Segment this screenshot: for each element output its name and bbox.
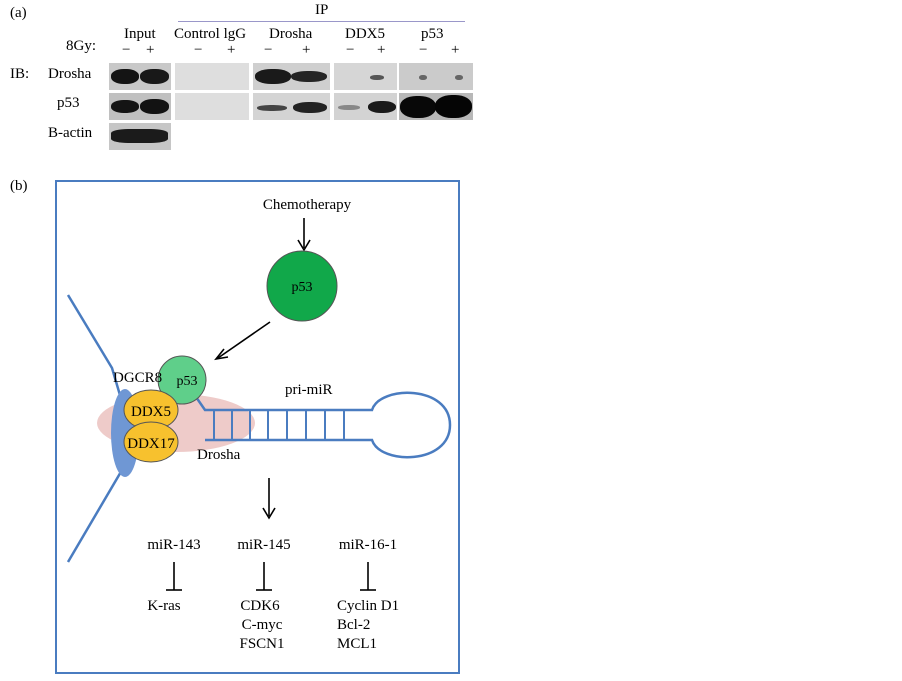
chemotherapy-label: Chemotherapy [263,197,352,213]
ip-header: IP [315,2,329,18]
group-label-control-igg: Control lgG [174,26,247,42]
dgcr8-label: DGCR8 [113,370,162,386]
blot-p53-control-igg [175,93,249,120]
lane-minus: − [346,42,355,58]
ddx5-label: DDX5 [131,404,171,420]
pri-mir-hairpin [194,391,452,459]
blot-drosha-input [109,63,171,90]
diagram-frame [55,180,460,674]
mirna-name: miR-16-1 [339,537,397,553]
blot-drosha-p53 [399,63,473,90]
blot-drosha-control-igg [175,63,249,90]
target-gene: MCL1 [337,636,377,652]
mirna-name: miR-143 [147,537,200,553]
lane-minus: − [419,42,428,58]
target-gene: C-myc [242,617,283,633]
inhibition-bars [166,562,376,591]
lane-plus: + [451,42,460,58]
lane-minus: − [194,42,203,58]
p53-arrow-head [214,348,229,361]
p53-top-label: p53 [292,280,313,295]
lane-plus: + [227,42,236,58]
lane-minus: − [122,42,131,58]
ddx17-label: DDX17 [127,436,175,452]
p53-circle-complex [157,355,207,405]
pri-mir-rungs [213,410,345,440]
group-label-p53: p53 [421,26,444,42]
lane-minus: − [264,42,273,58]
p53-circle-top [266,250,338,322]
blot-p53-input [109,93,171,120]
diagram-shape [217,321,271,359]
target-gene: CDK6 [240,598,280,614]
down-arrow-head [262,507,276,520]
blot-p53-p53 [399,93,473,120]
ib-label: IB: [10,66,30,82]
blot-p53-ddx5 [334,93,397,120]
ddx17-ellipse [123,421,179,463]
chemo-arrow-head [297,239,311,252]
mirna-name: miR-145 [237,537,290,553]
blot-drosha-drosha [253,63,330,90]
row-label-p53: p53 [57,95,80,111]
group-label-input: Input [124,26,156,42]
row-label-b-actin: B-actin [48,125,93,141]
blot-drosha-ddx5 [334,63,397,90]
panel-b-label: (b) [10,178,28,194]
target-gene: Cyclin D1 [337,598,399,614]
row-label-drosha: Drosha [48,66,92,82]
p53-complex-label: p53 [177,374,198,389]
blot-b-actin-input [109,123,171,150]
target-gene: FSCN1 [239,636,284,652]
pri-mir-label: pri-miR [285,382,333,398]
target-gene: Bcl-2 [337,617,370,633]
group-label-drosha: Drosha [269,26,313,42]
group-label-ddx5: DDX5 [345,26,385,42]
dose-label: 8Gy: [66,38,96,54]
panel-a-label: (a) [10,5,27,21]
drosha-label: Drosha [197,447,241,463]
lane-plus: + [302,42,311,58]
target-gene: K-ras [147,598,180,614]
blot-p53-drosha [253,93,330,120]
ip-bracket-line [178,21,465,22]
lane-plus: + [377,42,386,58]
lane-plus: + [146,42,155,58]
